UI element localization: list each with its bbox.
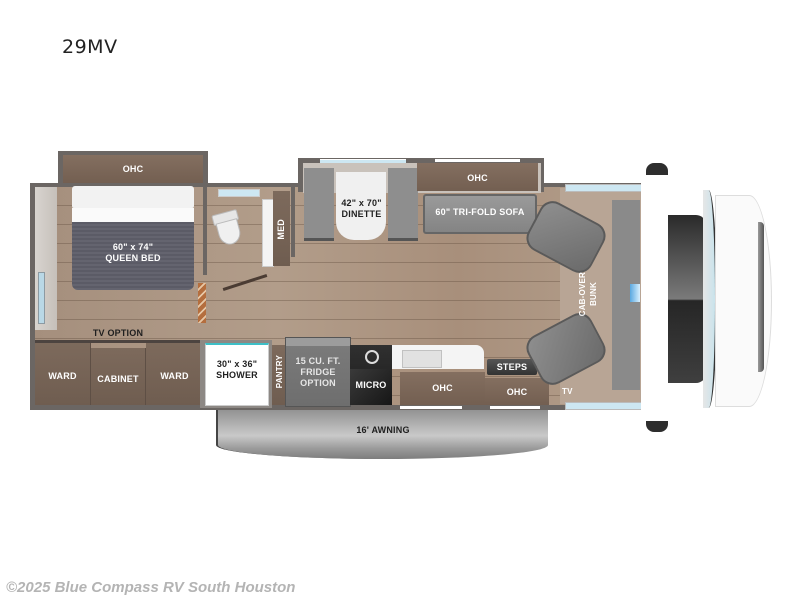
shower: 30" x 36" SHOWER: [205, 343, 269, 406]
awning-label: 16' AWNING: [356, 425, 410, 435]
dinette: 42" x 70" DINETTE: [304, 168, 419, 241]
dinette-bench-left: [304, 168, 334, 241]
entry-window-2: [490, 406, 540, 409]
cab-over-bunk-line1: CAB-OVER: [578, 272, 587, 317]
slideout-window-right: [435, 159, 520, 162]
rear-cabinet-top: [35, 340, 203, 343]
bedroom-ohc-label: OHC: [122, 164, 144, 174]
tri-fold-sofa: 60" TRI-FOLD SOFA: [423, 194, 537, 234]
awning: 16' AWNING: [216, 407, 548, 459]
cab-window-top: [565, 184, 642, 192]
dinette-size: 42" x 70": [341, 198, 382, 208]
bath-wall-right: [291, 187, 295, 257]
ward-right: WARD: [146, 343, 203, 405]
sofa-ohc: OHC: [417, 163, 538, 191]
steps-ohc: OHC: [485, 378, 549, 405]
windshield: [668, 215, 706, 383]
steps-ohc-label: OHC: [506, 387, 528, 397]
med-cabinet: MED: [273, 191, 290, 266]
dinette-table: [336, 172, 386, 240]
fridge-line3: OPTION: [300, 378, 336, 388]
dealer-watermark: ©2025 Blue Compass RV South Houston: [6, 579, 296, 596]
sofa-ohc-label: OHC: [467, 173, 488, 183]
entry-window-1: [400, 406, 462, 409]
queen-bed: 60" x 74" QUEEN BED: [68, 186, 198, 290]
grille: [758, 222, 764, 372]
cab-window-bottom: [565, 402, 642, 410]
center-cabinet: CABINET: [91, 348, 146, 405]
model-title: 29MV: [62, 36, 118, 58]
bed-label: QUEEN BED: [105, 253, 161, 263]
bedroom-ohc: OHC: [63, 155, 203, 183]
cab-over-bunk-line2: BUNK: [589, 282, 598, 306]
tv-option-label: TV OPTION: [92, 328, 144, 338]
bath-wall-left: [203, 187, 207, 275]
ward-right-label: WARD: [160, 371, 189, 381]
cab-tv-label: TV: [562, 387, 573, 396]
micro-label: MICRO: [355, 380, 387, 390]
sofa-label: 60" TRI-FOLD SOFA: [435, 207, 525, 217]
stove: MICRO: [350, 345, 392, 405]
mirror-top: [646, 163, 668, 175]
mirror-bottom: [646, 421, 668, 432]
cabinet-label: CABINET: [97, 374, 139, 384]
med-label: MED: [276, 219, 286, 240]
bed-sheet: [72, 208, 194, 222]
pantry: PANTRY: [272, 345, 286, 405]
slideout-window-left: [320, 159, 406, 163]
bed-pillows: [72, 186, 194, 209]
dinette-label: DINETTE: [341, 209, 382, 219]
kitchen-ohc: OHC: [400, 372, 485, 405]
fridge-line1: 15 CU. FT.: [295, 356, 341, 366]
ward-left: WARD: [35, 343, 91, 405]
shower-size: 30" x 36": [216, 359, 258, 369]
fridge-line2: FRIDGE: [300, 367, 336, 377]
ward-left-label: WARD: [48, 371, 77, 381]
bed-size: 60" x 74": [112, 242, 154, 252]
steps: STEPS: [487, 359, 537, 375]
fridge: 15 CU. FT. FRIDGE OPTION: [285, 337, 351, 407]
bedroom-window: [38, 272, 45, 324]
kitchen-ohc-label: OHC: [432, 383, 453, 393]
dinette-bench-right: [388, 168, 418, 241]
shower-label: SHOWER: [216, 370, 258, 380]
pantry-label: PANTRY: [275, 355, 284, 389]
micro: MICRO: [350, 369, 392, 405]
bath-pocket-door: [198, 283, 206, 323]
bath-skylight: [218, 189, 260, 197]
steps-label: STEPS: [496, 362, 528, 372]
bed-blanket: [72, 222, 194, 290]
dash-screen: [630, 284, 640, 302]
burner-icon: [365, 350, 379, 364]
kitchen-sink: [402, 350, 442, 368]
